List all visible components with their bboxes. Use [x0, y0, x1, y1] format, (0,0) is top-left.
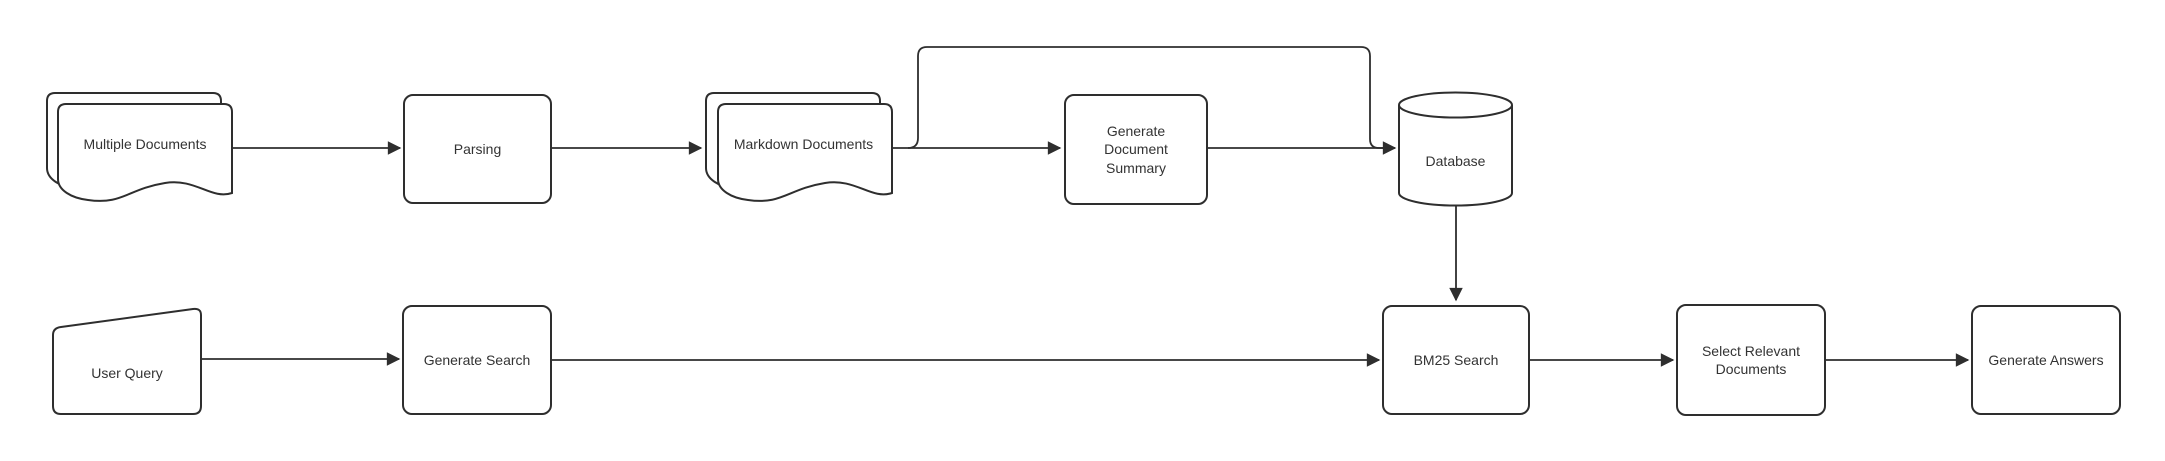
node-shape-generate-document-summary [1064, 94, 1208, 205]
node-shape-generate-search [402, 305, 552, 415]
edges [202, 46, 1970, 367]
node-shape-generate-answers [1971, 305, 2121, 415]
node-shape-multiple-documents [46, 92, 233, 202]
node-shape-bm25-search [1382, 305, 1530, 415]
nodes [46, 91, 2121, 416]
node-shape-markdown-documents [705, 92, 893, 202]
node-shape-select-relevant-documents [1676, 304, 1826, 416]
node-shape-parsing [403, 94, 552, 204]
edge-markdown-documents-to-database-bypass [907, 46, 1386, 149]
node-shape-database [1398, 91, 1513, 207]
node-shape-user-query [52, 307, 202, 415]
